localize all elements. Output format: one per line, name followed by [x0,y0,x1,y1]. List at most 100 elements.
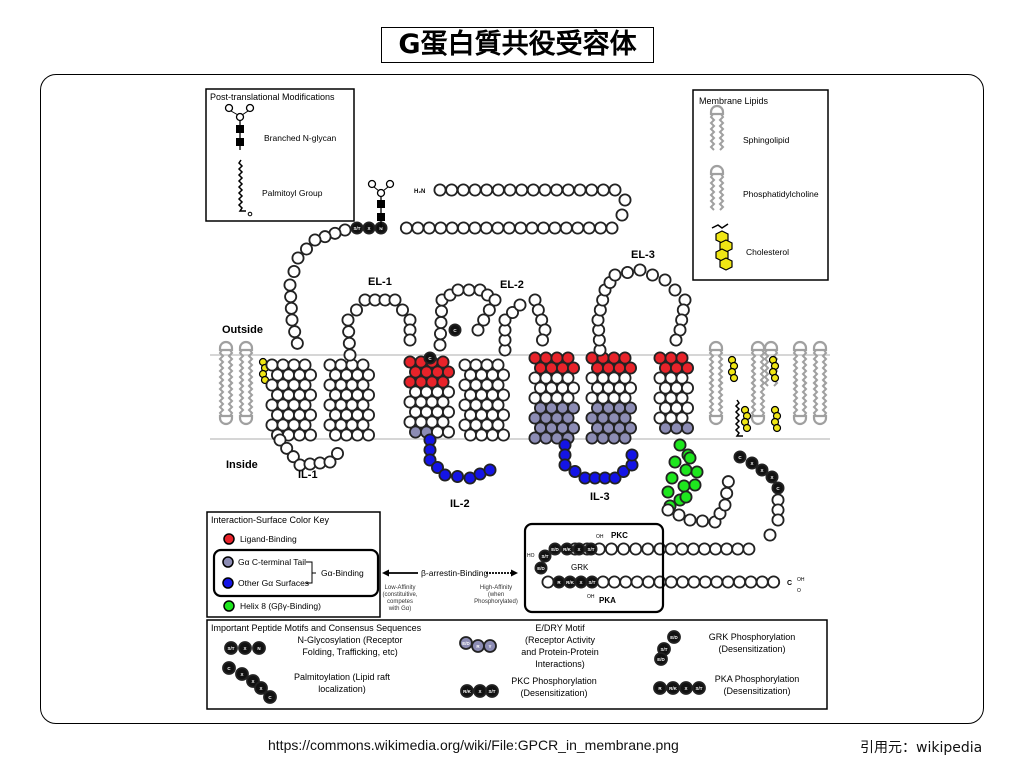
svg-text:R: R [557,580,561,585]
svg-text:X: X [243,646,246,651]
svg-text:E/D: E/D [462,641,470,646]
residue [445,183,459,197]
residue [436,415,450,429]
residue [411,221,425,235]
svg-text:PKA Phosphorylation: PKA Phosphorylation [715,674,800,684]
residue [721,575,735,589]
residue [618,431,632,445]
residue [538,183,552,197]
residue [502,221,516,235]
residue [349,303,363,317]
residue [608,183,622,197]
svg-text:E/DRY Motif: E/DRY Motif [535,623,585,633]
svg-text:Ligand-Binding: Ligand-Binding [240,534,297,544]
residue [676,575,690,589]
residue [445,221,459,235]
svg-text:S/T: S/T [695,686,702,691]
residue [273,433,287,447]
residue-s-t [692,681,706,695]
svg-text:E/D: E/D [670,635,678,640]
svg-text:X: X [770,475,773,480]
residue [298,398,312,412]
residue [388,293,402,307]
svg-text:Y: Y [488,644,491,649]
residue [457,221,471,235]
residue [558,458,572,472]
residue [526,183,540,197]
source-url[interactable]: https://commons.wikimedia.org/wiki/File:… [268,737,679,753]
residue [641,542,655,556]
svg-text:Helix 8 (Gβγ-Binding): Helix 8 (Gβγ-Binding) [240,601,321,611]
svg-text:Phosphorylated): Phosphorylated) [474,599,518,605]
svg-text:X: X [579,580,582,585]
ptm-item-label: Branched N-glycan [264,133,337,143]
residue [669,333,683,347]
residue [361,408,375,422]
svg-text:S/T: S/T [353,226,360,231]
helix8-swatch [223,600,235,612]
residue [361,368,375,382]
residue [343,348,357,362]
residue-x [235,667,249,681]
cholesterol-icon [770,405,782,433]
lipid-legend-title: Membrane Lipids [699,96,769,106]
svg-text:C: C [428,356,432,361]
residue [330,446,344,460]
residue [605,221,619,235]
cholesterol-icon [711,223,733,271]
residue [624,421,638,435]
residue [688,478,702,492]
residue [303,408,317,422]
residue-e-d [534,561,548,575]
svg-text:(when: (when [488,592,504,598]
residue [658,273,672,287]
residue [399,221,413,235]
residue-e-d [654,652,668,666]
residue [356,378,370,392]
residue [675,351,689,365]
residue [617,464,631,478]
residue [328,428,342,442]
residue [608,471,622,485]
residue [661,485,675,499]
svg-text:(Desensitization): (Desensitization) [520,688,587,698]
residue [675,542,689,556]
residue [675,371,689,385]
residue [496,368,510,382]
svg-text:localization): localization) [318,684,366,694]
residue [677,479,691,493]
residue [436,355,450,369]
svg-text:X: X [577,547,580,552]
svg-text:X: X [259,686,262,691]
svg-text:R/K: R/K [669,686,678,691]
svg-text:S/T: S/T [541,554,548,559]
ga-c-terminal-swatch [222,556,234,568]
residue-x [254,681,268,695]
residue [607,575,621,589]
svg-text:and Protein-Protein: and Protein-Protein [521,647,599,657]
branched-n-glycan-icon [224,103,255,150]
residue [665,471,679,485]
source-credit: 引用元：wikipedia [860,740,983,756]
svg-text:(constituitive,: (constituitive, [382,592,417,598]
residue [618,371,632,385]
residue-x [238,641,252,655]
residue [604,542,618,556]
residue [284,290,298,304]
residue [686,542,700,556]
residue [541,575,555,589]
phosphorylation-box [523,522,665,614]
residue [619,575,633,589]
residue [422,221,436,235]
residue [559,221,573,235]
residue-s-t [485,684,499,698]
residue [615,208,629,222]
svg-text:(Desensitization): (Desensitization) [718,644,785,654]
label-el1: EL-1 [368,276,392,288]
residue [298,358,312,372]
residue [681,361,695,375]
residue [450,469,464,483]
residue [629,542,643,556]
residue [625,448,639,462]
residue [690,465,704,479]
